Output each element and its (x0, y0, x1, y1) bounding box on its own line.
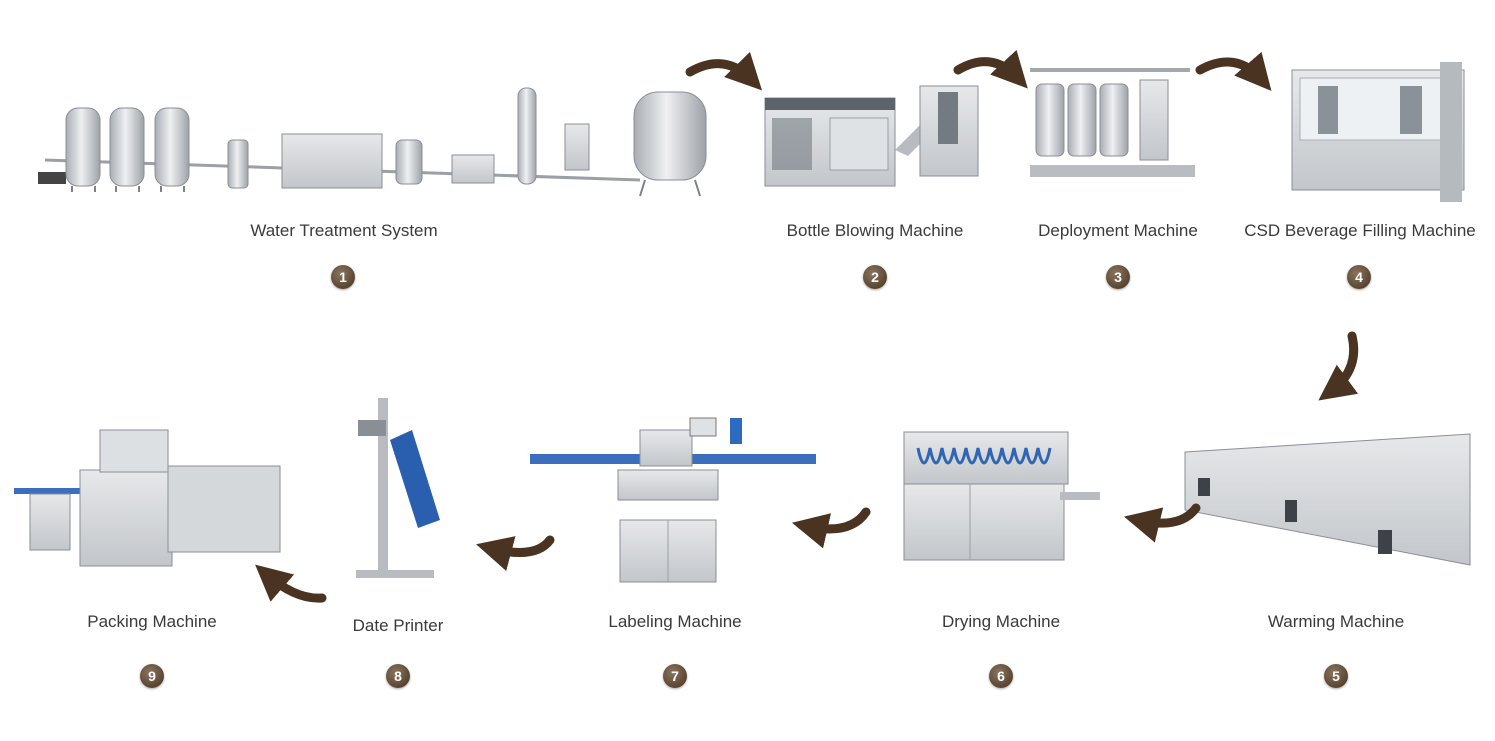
labeling-machine-image (530, 417, 816, 583)
step-3-badge: 3 (1106, 265, 1130, 289)
arrow-2-to-3 (953, 49, 1028, 89)
step-7-badge: 7 (663, 664, 687, 688)
deployment-machine-image (1030, 68, 1195, 177)
step-7-label: Labeling Machine (608, 612, 742, 631)
arrow-8-to-9 (255, 564, 327, 603)
step-2-label: Bottle Blowing Machine (786, 221, 964, 240)
step-5-badge: 5 (1324, 664, 1348, 688)
step-3-label: Deployment Machine (1038, 221, 1198, 240)
step-6-badge: 6 (989, 664, 1013, 688)
arrow-1-to-2 (685, 51, 763, 91)
step-6-label: Drying Machine (941, 612, 1061, 631)
step-5-label: Warming Machine (1267, 612, 1405, 631)
step-4-badge: 4 (1347, 265, 1371, 289)
step-9-badge: 9 (140, 664, 164, 688)
step-1-badge: 1 (331, 265, 355, 289)
bottle-blowing-machine-image (764, 85, 979, 187)
warming-machine-image (1184, 433, 1471, 566)
arrow-6-to-7 (791, 507, 871, 549)
arrow-3-to-4 (1195, 51, 1272, 91)
packing-machine-image (14, 429, 281, 567)
drying-machine-image (903, 431, 1100, 561)
water-treatment-system-image (38, 87, 707, 197)
arrow-5-to-6 (1123, 503, 1201, 543)
pump-icon (38, 172, 66, 184)
arrow-4-to-5 (1318, 331, 1359, 401)
step-2-badge: 2 (863, 265, 887, 289)
step-4-label: CSD Beverage Filling Machine (1244, 221, 1476, 240)
date-printer-image (356, 398, 440, 578)
csd-filling-machine-image (1291, 62, 1465, 202)
step-9-label: Packing Machine (87, 612, 217, 631)
step-1-label: Water Treatment System (250, 221, 438, 240)
step-8-badge: 8 (386, 664, 410, 688)
step-8-label: Date Printer (352, 616, 444, 635)
arrow-7-to-8 (476, 535, 555, 571)
